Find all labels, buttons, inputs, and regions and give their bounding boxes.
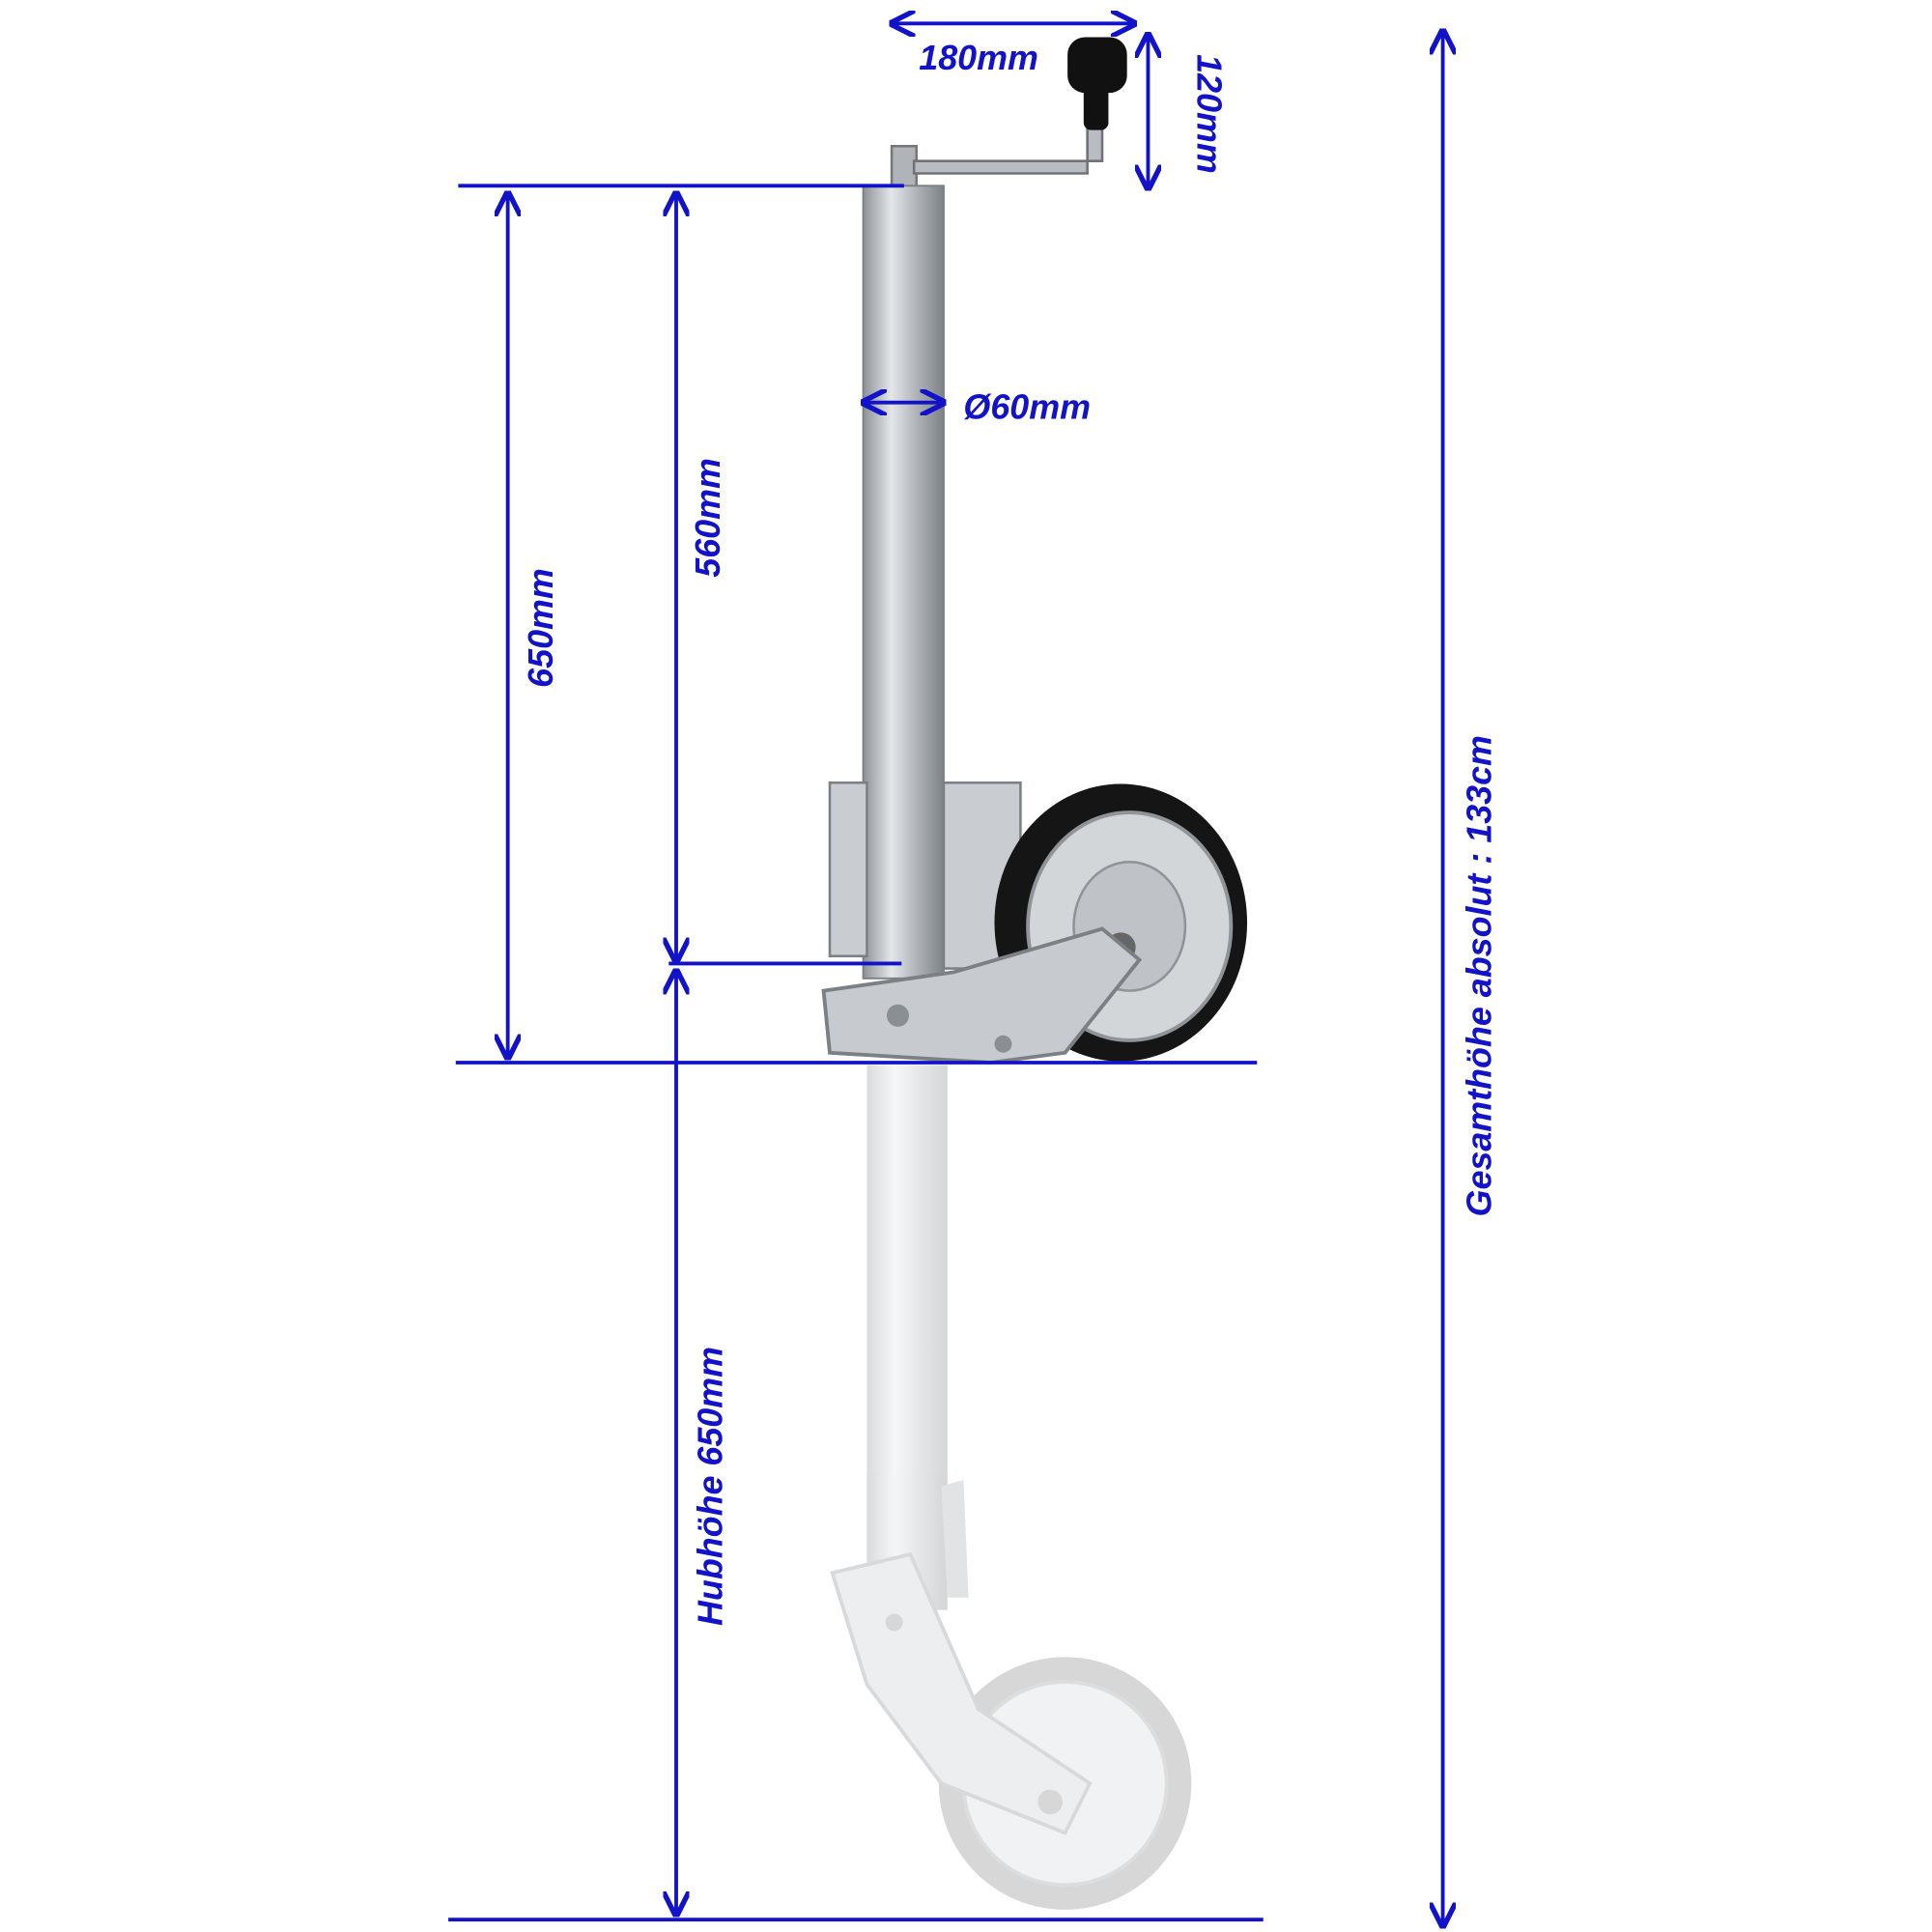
tube (862, 185, 945, 980)
lift-height-label: Hubhöhe 650mm (691, 1347, 729, 1626)
wheel-arm (821, 926, 1143, 1065)
tube-length-label: 560mm (689, 458, 727, 578)
bracket-left (828, 781, 868, 958)
extended-jack-ghost (830, 1065, 1192, 1910)
retracted-height-label: 650mm (522, 568, 560, 688)
total-height-label: Gesamthöhe absolut : 133cm (1461, 735, 1499, 1216)
crank-width-label: 180mm (919, 39, 1038, 77)
crank-knob-icon (1067, 37, 1127, 130)
crank-handle (912, 72, 1104, 175)
crank-height-label: 120mm (1190, 54, 1229, 174)
dimension-lines (448, 23, 1442, 1925)
jockey-wheel-jack (821, 37, 1248, 1065)
tube-diameter-label: Ø60mm (963, 387, 1091, 426)
